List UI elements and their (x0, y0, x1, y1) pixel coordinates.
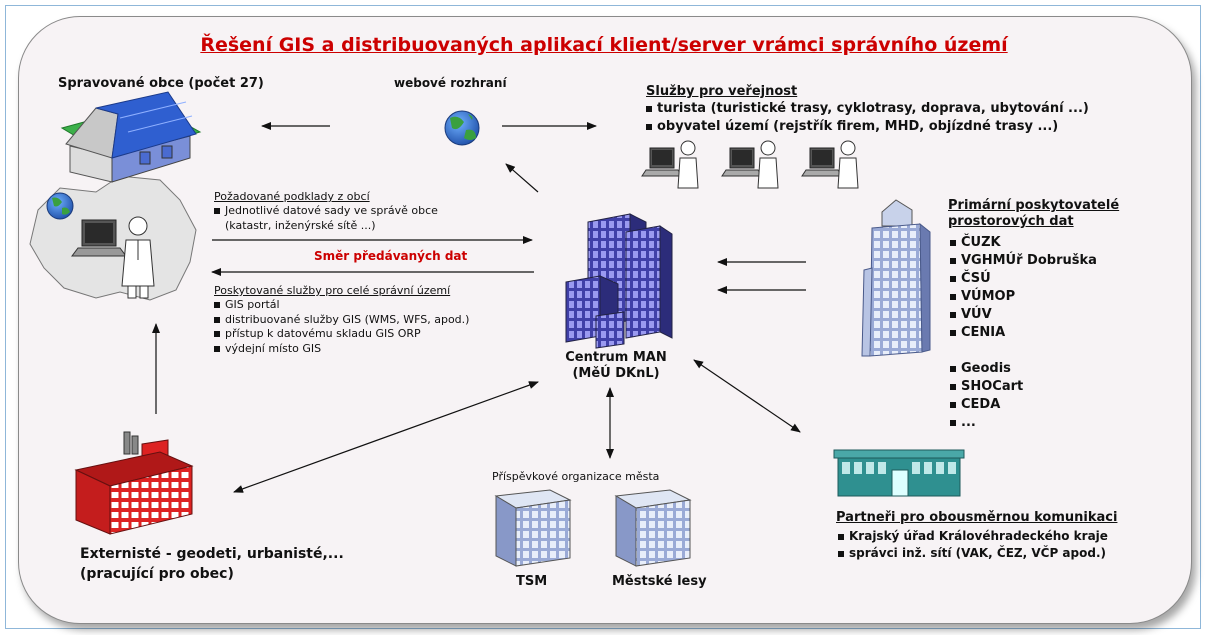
list-item: VGHMÚř Dobruška (950, 252, 1097, 270)
primary-providers-heading-1: Primární poskytovatelé (948, 198, 1120, 213)
list-item: GIS portál (214, 298, 469, 313)
partners-list: Krajský úřad Královéhradeckého kraje spr… (838, 528, 1108, 562)
list-item: přístup k datovému skladu GIS ORP (214, 327, 469, 342)
public-services-list: turista (turistické trasy, cyklotrasy, d… (646, 100, 1089, 136)
factory-icon (74, 431, 194, 535)
provided-services-list: GIS portál distribuované služby GIS (WMS… (214, 298, 469, 356)
house-icon (60, 91, 202, 183)
list-item: Jednotlivé datové sady ve správě obce (214, 204, 438, 219)
partners-heading: Partneři pro obousměrnou komunikaci (836, 510, 1118, 525)
tsm-building-icon (494, 489, 572, 567)
tsm-label: TSM (516, 574, 548, 589)
list-item: výdejní místo GIS (214, 342, 469, 357)
center-man-label: Centrum MAN (565, 350, 667, 365)
globe-icon-web (444, 110, 480, 146)
arrows (152, 122, 806, 493)
forests-label: Městské lesy (612, 574, 707, 589)
public-user-icon-1 (641, 140, 699, 189)
list-item: Geodis (950, 360, 1023, 378)
list-item: správci inž. sítí (VAK, ČEZ, VČP apod.) (838, 545, 1108, 562)
city-orgs-heading: Příspěvkové organizace města (492, 470, 660, 483)
list-item: VÚV (950, 306, 1097, 324)
primary-providers-list: ČUZK VGHMÚř Dobruška ČSÚ VÚMOP VÚV CENIA (950, 234, 1097, 342)
web-interface-label: webové rozhraní (394, 76, 507, 90)
list-item: CEDA (950, 396, 1023, 414)
data-direction-label: Směr předávaných dat (314, 249, 468, 263)
required-data-heading: Požadované podklady z obcí (214, 190, 370, 203)
list-item: VÚMOP (950, 288, 1097, 306)
primary-providers-list-2: Geodis SHOCart CEDA ... (950, 360, 1023, 432)
list-item: SHOCart (950, 378, 1023, 396)
center-man-sublabel: (MěÚ DKnL) (572, 366, 660, 381)
public-user-icon-3 (801, 140, 859, 189)
list-item: turista (turistické trasy, cyklotrasy, d… (646, 100, 1089, 118)
partners-building-icon (833, 449, 965, 497)
required-data-list: Jednotlivé datové sady ve správě obce (214, 204, 438, 219)
list-item: ČSÚ (950, 270, 1097, 288)
list-item: Krajský úřad Královéhradeckého kraje (838, 528, 1108, 545)
diagram-title: Řešení GIS a distribuovaných aplikací kl… (200, 34, 1008, 56)
list-item: ČUZK (950, 234, 1097, 252)
user-at-computer-icon (71, 216, 155, 299)
public-user-icon-2 (721, 140, 779, 189)
provided-services-heading: Poskytované služby pro celé správní územ… (214, 284, 451, 297)
list-item: CENIA (950, 324, 1097, 342)
primary-providers-heading-2: prostorových dat (948, 214, 1074, 229)
external-sublabel: (pracující pro obec) (80, 566, 234, 582)
skyscraper-icon (861, 199, 931, 357)
globe-icon-municipality (46, 192, 74, 220)
list-item: ... (950, 414, 1023, 432)
center-man-building-icon (565, 213, 673, 349)
public-services-heading: Služby pro veřejnost (646, 84, 798, 99)
external-label: Externisté - geodeti, urbanisté,... (80, 546, 344, 562)
municipalities-heading: Spravované obce (počet 27) (58, 76, 264, 91)
list-item: obyvatel území (rejstřík firem, MHD, obj… (646, 118, 1089, 136)
list-item: distribuované služby GIS (WMS, WFS, apod… (214, 313, 469, 328)
required-data-item-continuation: (katastr, inženýrské sítě ...) (225, 219, 376, 232)
forests-building-icon (614, 489, 692, 567)
